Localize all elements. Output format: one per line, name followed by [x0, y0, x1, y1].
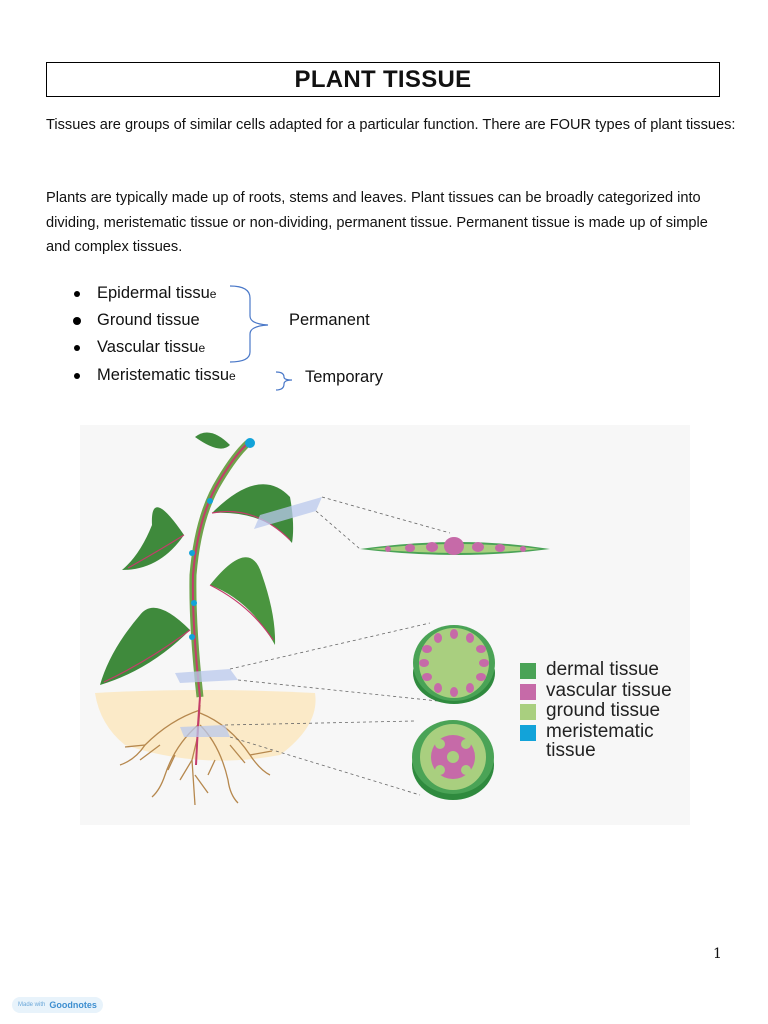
stem-cross-section-icon: [413, 625, 495, 704]
legend-swatch: [520, 725, 536, 741]
temporary-label: Temporary: [305, 368, 383, 387]
badge-prefix: Made with: [18, 1002, 45, 1008]
legend-label: ground tissue: [546, 700, 660, 722]
page-number: 1: [713, 946, 722, 962]
badge-brand: Goodnotes: [49, 1000, 97, 1010]
legend-swatch: [520, 704, 536, 720]
root-cross-section-icon: [412, 720, 494, 800]
legend-swatch: [520, 663, 536, 679]
temporary-brace-icon: [276, 372, 292, 390]
legend-swatch: [520, 684, 536, 700]
plant-tissue-diagram: [80, 425, 690, 825]
legend-label-continuation: tissue: [546, 740, 596, 762]
legend-label: vascular tissue: [546, 680, 672, 702]
goodnotes-badge: Made with Goodnotes: [12, 997, 103, 1013]
permanent-brace-icon: [230, 286, 268, 362]
root-section-plane: [180, 725, 230, 737]
legend-label: dermal tissue: [546, 659, 659, 681]
permanent-label: Permanent: [289, 311, 370, 330]
handwritten-brackets: [0, 0, 768, 420]
